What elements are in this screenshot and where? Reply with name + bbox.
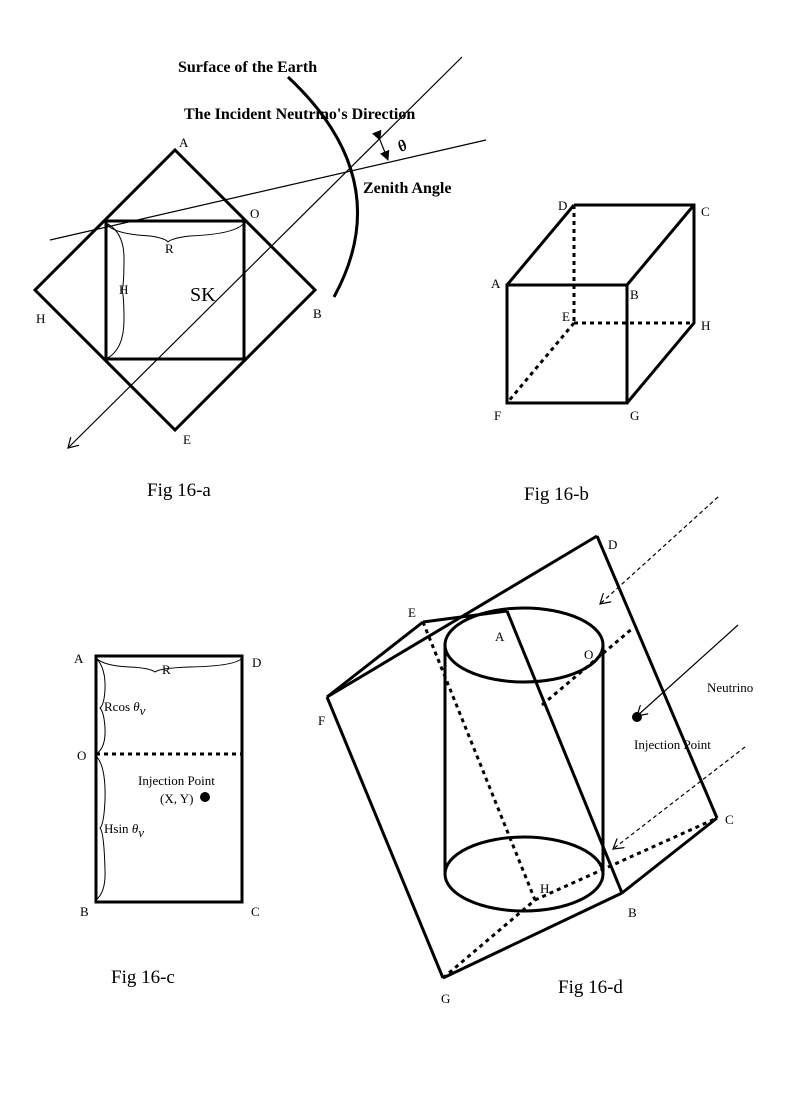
fig-16b: D C A B E H F G Fig 16-b bbox=[491, 198, 710, 505]
fig16c-rcos-theta: θ bbox=[133, 699, 140, 714]
fig16c-hsin-theta: θ bbox=[132, 821, 139, 836]
fig16c-vertex-d: D bbox=[252, 655, 261, 670]
cross-section-rect bbox=[94, 654, 244, 904]
neutrino-arrow-dashed-bottom bbox=[613, 746, 746, 849]
fig16d-vertex-b: B bbox=[628, 905, 637, 920]
fig16c-vertex-a: A bbox=[74, 651, 84, 666]
sk-label: SK bbox=[190, 284, 216, 306]
fig16c-rcos-curve bbox=[95, 657, 106, 755]
fig16c-hsin-curve bbox=[95, 755, 106, 901]
fig16b-vertex-b: B bbox=[630, 287, 639, 302]
cube-back-edges bbox=[574, 203, 696, 404]
outer-diamond bbox=[32, 147, 318, 433]
fig16c-rcos-nu: ν bbox=[140, 703, 146, 718]
fig16c-coords-label: (X, Y) bbox=[160, 791, 193, 806]
theta-label: θ bbox=[395, 137, 411, 156]
fig16c-vertex-b: B bbox=[80, 904, 89, 919]
fig16c-injection-label: Injection Point bbox=[138, 773, 215, 788]
fig16c-vertex-o: O bbox=[77, 748, 86, 763]
fig16c-rcos-prefix: Rcos bbox=[104, 699, 133, 714]
fig16c-hsin-nu: ν bbox=[138, 825, 144, 840]
fig16d-injection-dot bbox=[632, 712, 642, 722]
fig16b-vertex-g: G bbox=[630, 408, 639, 423]
fig16a-vertex-b: B bbox=[313, 306, 322, 321]
fig16c-injection-dot bbox=[200, 792, 210, 802]
fig16a-vertex-e: E bbox=[183, 432, 191, 447]
fig16d-vertex-c: C bbox=[725, 812, 734, 827]
fig16d-vertex-g: G bbox=[441, 991, 450, 1006]
cube-hidden-edges bbox=[505, 205, 694, 404]
fig16a-dim-r: R bbox=[165, 241, 174, 256]
neutrino-arrow-solid bbox=[637, 624, 739, 716]
cylinder bbox=[443, 606, 605, 913]
fig16d-vertex-h: H bbox=[540, 881, 549, 896]
zenith-angle-label: Zenith Angle bbox=[363, 180, 451, 197]
fig16b-vertex-f: F bbox=[494, 408, 501, 423]
fig16d-vertex-d: D bbox=[608, 537, 617, 552]
fig16d-vertex-e: E bbox=[408, 605, 416, 620]
fig16a-dim-h: H bbox=[119, 282, 128, 297]
fig-16c: A D R Rcos θν O Injection Point (X, Y) H… bbox=[74, 651, 261, 988]
fig-16a: Surface of the Earth The Incident Neutri… bbox=[32, 56, 487, 501]
earth-surface-arc bbox=[286, 75, 360, 298]
fig16d-injection-label: Injection Point bbox=[634, 737, 711, 752]
fig16c-hsin-label: Hsin θν bbox=[104, 821, 144, 840]
h-dimension-curve bbox=[105, 222, 125, 360]
neutrino-arrow-dashed-top bbox=[600, 496, 719, 604]
fig16b-vertex-e: E bbox=[562, 309, 570, 324]
fig16c-rcos-label: Rcos θν bbox=[104, 699, 146, 718]
fig16b-vertex-c: C bbox=[701, 204, 710, 219]
cube-front-face bbox=[505, 283, 629, 405]
surface-label: Surface of the Earth bbox=[178, 59, 317, 76]
sk-square bbox=[104, 219, 246, 361]
cylinder-top bbox=[443, 606, 605, 684]
fig16a-vertex-a: A bbox=[179, 135, 189, 150]
zenith-line bbox=[49, 139, 487, 241]
fig16c-vertex-c: C bbox=[251, 904, 260, 919]
fig16c-caption: Fig 16-c bbox=[111, 967, 175, 988]
fig16d-vertex-f: F bbox=[318, 713, 325, 728]
fig16c-r-curve bbox=[95, 657, 243, 673]
direction-label: The Incident Neutrino's Direction bbox=[184, 106, 415, 123]
fig16c-hsin-prefix: Hsin bbox=[104, 821, 132, 836]
r-dimension-curve bbox=[105, 222, 245, 243]
neutrino-direction-line bbox=[68, 56, 463, 448]
fig-16d: D E A O F Neutrino Injection Point C H B… bbox=[318, 496, 753, 1006]
fig16d-vertex-o: O bbox=[584, 647, 593, 662]
fig16b-vertex-h: H bbox=[701, 318, 710, 333]
fig16c-dim-r: R bbox=[162, 662, 171, 677]
fig16b-vertex-a: A bbox=[491, 276, 501, 291]
cube-edge-ad bbox=[505, 204, 576, 286]
fig16b-vertex-d: D bbox=[558, 198, 567, 213]
fig16b-caption: Fig 16-b bbox=[524, 484, 589, 505]
theta-angle-arc bbox=[372, 129, 390, 161]
fig16a-vertex-h: H bbox=[36, 311, 45, 326]
fig16d-caption: Fig 16-d bbox=[558, 977, 623, 998]
cube-edge-bc bbox=[625, 204, 696, 286]
fig16d-vertex-a: A bbox=[495, 629, 505, 644]
fig16d-neutrino-label: Neutrino bbox=[707, 680, 753, 695]
fig16a-vertex-o: O bbox=[250, 206, 259, 221]
cylinder-bottom bbox=[443, 835, 605, 913]
fig16a-caption: Fig 16-a bbox=[147, 480, 211, 501]
